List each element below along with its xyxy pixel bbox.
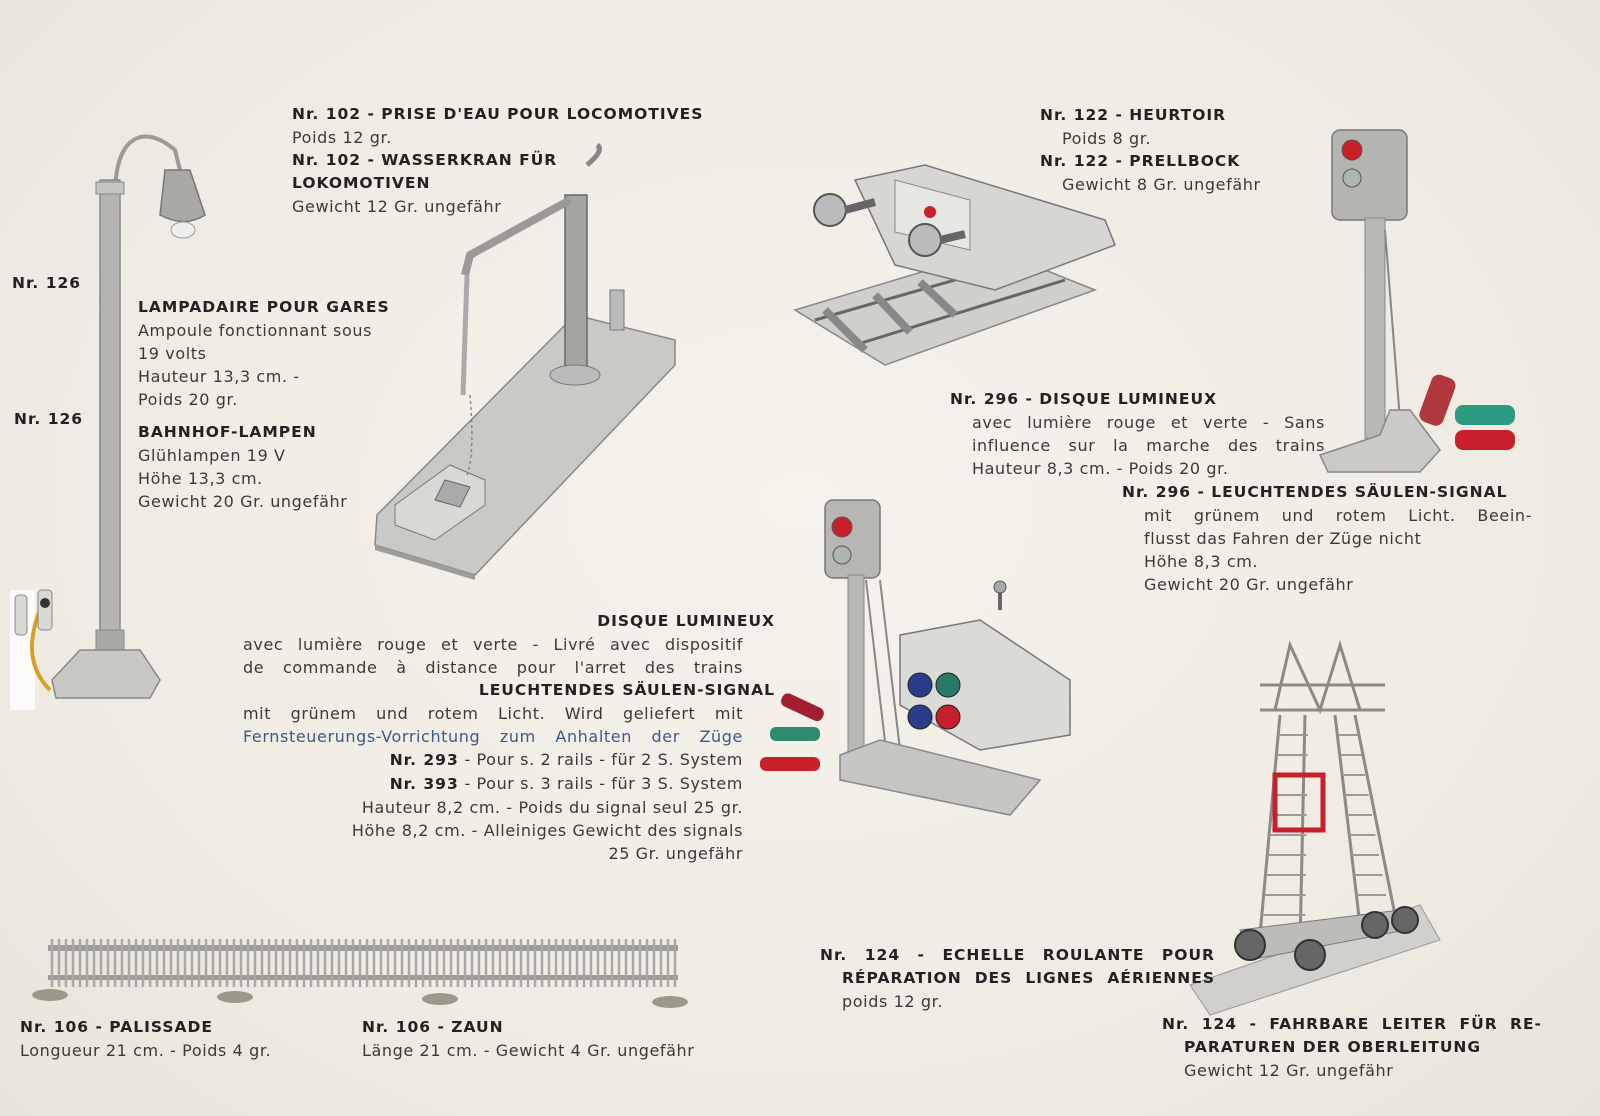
signal-296-de-line: Gewicht 20 Gr. ungefähr <box>1144 575 1354 594</box>
signal-296-fr-line: avec lumière rouge et verte - Sans <box>972 413 1325 432</box>
lamp-fr-line: Hauteur 13,3 cm. - <box>138 367 300 386</box>
signal-296-description-de: Nr. 296 - LEUCHTENDES SÄULEN-SIGNAL mit … <box>1122 481 1532 596</box>
water-crane-title-fr: Nr. 102 - PRISE D'EAU POUR LOCOMOTIVES <box>292 105 704 123</box>
buffer-weight-fr: Poids 8 gr. <box>1062 129 1152 148</box>
water-crane-weight-de: Gewicht 12 Gr. ungefähr <box>292 197 502 216</box>
signal-293-de-line: Fernsteuerungs-Vorrichtung zum Anhalten … <box>243 727 743 746</box>
station-lamp-illustration <box>10 134 206 710</box>
signal-293-de-line: mit grünem und rotem Licht. Wird geliefe… <box>243 704 743 723</box>
signal-296-de-line: flusst das Fahren der Züge nicht <box>1144 529 1422 548</box>
signal-296-fr-line: influence sur la marche des trains <box>972 436 1325 455</box>
ladder-title-de-2: PARATUREN DER OBERLEITUNG <box>1184 1038 1482 1056</box>
signal-293-nr: Nr. 293 <box>389 751 459 769</box>
signal-293-variant-text: - Pour s. 2 rails - für 2 S. System <box>464 750 743 769</box>
buffer-title-de: Nr. 122 - PRELLBOCK <box>1040 152 1241 170</box>
fence-title-de: Nr. 106 - ZAUN <box>362 1018 504 1036</box>
signal-296-title-fr: Nr. 296 - DISQUE LUMINEUX <box>950 390 1218 408</box>
buffer-weight-de: Gewicht 8 Gr. ungefähr <box>1062 175 1261 194</box>
water-crane-title-de-2: LOKOMOTIVEN <box>292 174 431 192</box>
ladder-title-fr-1: Nr. 124 - ECHELLE ROULANTE POUR <box>820 946 1215 964</box>
ladder-title-de-1: Nr. 124 - FAHRBARE LEITER FÜR RE- <box>1162 1015 1542 1033</box>
lamp-nr-label-fr: Nr. 126 <box>12 274 82 292</box>
fence-title-fr: Nr. 106 - PALISSADE <box>20 1018 213 1036</box>
signal-293-fr-line: avec lumière rouge et verte - Livré avec… <box>243 635 743 654</box>
buffer-stop-description: Nr. 122 - HEURTOIR Poids 8 gr. Nr. 122 -… <box>1040 104 1300 196</box>
lamp-fr-line: Poids 20 gr. <box>138 390 238 409</box>
signal-296-illustration <box>1318 129 1515 473</box>
ladder-description-fr: Nr. 124 - ECHELLE ROULANTE POUR RÉPARATI… <box>820 944 1215 1013</box>
ladder-description-de: Nr. 124 - FAHRBARE LEITER FÜR RE- PARATU… <box>1162 1013 1542 1082</box>
water-crane-illustration <box>374 142 676 580</box>
buffer-stop-illustration <box>793 164 1116 366</box>
lamp-fr-line: 19 volts <box>138 344 207 363</box>
ladder-weight-de: Gewicht 12 Gr. ungefähr <box>1184 1061 1394 1080</box>
lamp-de-line: Glühlampen 19 V <box>138 446 286 465</box>
water-crane-description: Nr. 102 - PRISE D'EAU POUR LOCOMOTIVES P… <box>292 103 712 218</box>
rolling-ladder-illustration <box>1189 639 1441 1016</box>
water-crane-weight-fr: Poids 12 gr. <box>292 128 392 147</box>
lamp-nr-label-de: Nr. 126 <box>14 410 84 428</box>
lamp-title-de: BAHNHOF-LAMPEN <box>138 423 317 441</box>
ladder-weight-fr: poids 12 gr. <box>842 992 943 1011</box>
signal-293-title-fr: DISQUE LUMINEUX <box>597 612 775 630</box>
signal-293-tail-line: Höhe 8,2 cm. - Alleiniges Gewicht des si… <box>351 821 743 840</box>
signal-393-variant-text: - Pour s. 3 rails - für 3 S. System <box>464 774 743 793</box>
signal-293-variant: Nr. 293 - Pour s. 2 rails - für 2 S. Sys… <box>243 748 743 772</box>
fence-description-fr: Nr. 106 - PALISSADE Longueur 21 cm. - Po… <box>20 1016 350 1062</box>
signal-296-title-de: Nr. 296 - LEUCHTENDES SÄULEN-SIGNAL <box>1122 483 1508 501</box>
ladder-title-fr-2: RÉPARATION DES LIGNES AÉRIENNES <box>842 969 1215 987</box>
lamp-de-line: Gewicht 20 Gr. ungefähr <box>138 492 348 511</box>
lamp-description: LAMPADAIRE POUR GARES Ampoule fonctionna… <box>138 296 390 513</box>
signal-296-de-line: mit grünem und rotem Licht. Beein- <box>1144 506 1532 525</box>
signal-393-nr: Nr. 393 <box>389 775 459 793</box>
lamp-title-fr: LAMPADAIRE POUR GARES <box>138 298 390 316</box>
fence-illustration <box>32 939 688 1008</box>
water-crane-title-de-1: Nr. 102 - WASSERKRAN FÜR <box>292 151 558 169</box>
signal-393-variant: Nr. 393 - Pour s. 3 rails - für 3 S. Sys… <box>243 772 743 796</box>
fence-weight-de: Länge 21 cm. - Gewicht 4 Gr. ungefähr <box>362 1041 695 1060</box>
fence-description-de: Nr. 106 - ZAUN Länge 21 cm. - Gewicht 4 … <box>362 1016 762 1062</box>
buffer-title-fr: Nr. 122 - HEURTOIR <box>1040 106 1227 124</box>
signal-293-title-de: LEUCHTENDES SÄULEN-SIGNAL <box>478 681 775 699</box>
signal-293-description: DISQUE LUMINEUX avec lumière rouge et ve… <box>243 610 775 865</box>
lamp-de-line: Höhe 13,3 cm. <box>138 469 263 488</box>
signal-296-de-line: Höhe 8,3 cm. <box>1144 552 1259 571</box>
signal-293-illustration <box>760 499 1071 816</box>
lamp-fr-line: Ampoule fonctionnant sous <box>138 321 373 340</box>
signal-293-fr-line: de commande à distance pour l'arret des … <box>243 658 743 677</box>
signal-293-tail-line: 25 Gr. ungefähr <box>608 844 743 863</box>
fence-weight-fr: Longueur 21 cm. - Poids 4 gr. <box>20 1041 272 1060</box>
signal-296-description-fr: Nr. 296 - DISQUE LUMINEUX avec lumière r… <box>950 388 1325 480</box>
signal-296-fr-line: Hauteur 8,3 cm. - Poids 20 gr. <box>972 459 1229 478</box>
signal-293-tail-line: Hauteur 8,2 cm. - Poids du signal seul 2… <box>361 798 743 817</box>
